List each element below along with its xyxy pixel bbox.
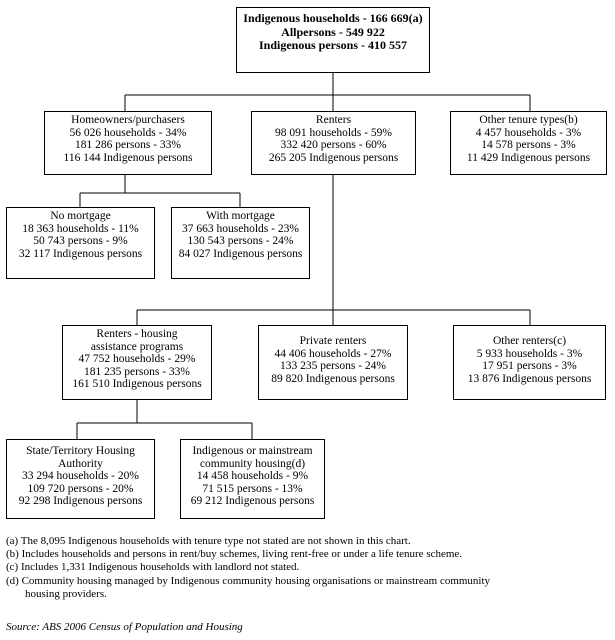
node-text: Allpersons - 549 922: [281, 24, 385, 39]
node-community-housing: Indigenous or mainstream community housi…: [180, 439, 325, 519]
node-text: 47 752 households - 29%: [78, 353, 196, 366]
node-text: 84 027 Indigenous persons: [178, 247, 303, 260]
node-text: State/Territory Housing: [26, 445, 135, 457]
node-text: 130 543 persons - 24%: [187, 235, 294, 248]
node-text: Authority: [58, 457, 103, 470]
footnotes: (a) The 8,095 Indigenous households with…: [6, 535, 606, 601]
node-renters-housing-assistance: Renters - housing assistance programs 47…: [62, 325, 212, 400]
node-text: Renters - housing: [96, 328, 178, 340]
node-text: 11 429 Indigenous persons: [466, 151, 591, 164]
node-text: 13 876 Indigenous persons: [467, 372, 592, 385]
node-renters: Renters 98 091 households - 59% 332 420 …: [251, 111, 416, 175]
node-text: 14 458 households - 9%: [196, 470, 309, 483]
node-text: assistance programs: [90, 340, 184, 353]
node-text: 332 420 persons - 60%: [280, 139, 387, 152]
node-text: 44 406 households - 27%: [274, 347, 392, 360]
node-no-mortgage: No mortgage 18 363 households - 11% 50 7…: [6, 207, 155, 279]
node-text: Indigenous persons - 410 557: [258, 38, 408, 52]
node-text: 4 457 households - 3%: [475, 126, 582, 139]
node-text: 69 212 Indigenous persons: [190, 495, 315, 508]
footnote: (a) The 8,095 Indigenous households with…: [6, 535, 411, 547]
node-with-mortgage: With mortgage 37 663 households - 23% 13…: [171, 207, 310, 279]
node-text: With mortgage: [206, 210, 275, 222]
footnote: (c) Includes 1,331 Indigenous households…: [6, 561, 300, 574]
node-text: 32 117 Indigenous persons: [18, 247, 143, 260]
node-text: 17 951 persons - 3%: [482, 360, 577, 373]
node-text: 161 510 Indigenous persons: [72, 378, 202, 391]
node-text: 5 933 households - 3%: [476, 347, 583, 360]
node-text: Private renters: [299, 335, 367, 347]
node-text: 71 515 persons - 13%: [202, 482, 303, 495]
node-private-renters: Private renters 44 406 households - 27% …: [258, 325, 408, 400]
footnote: (d) Community housing managed by Indigen…: [6, 574, 491, 587]
node-text: 50 743 persons - 9%: [33, 235, 128, 248]
node-text: Other tenure types(b): [479, 114, 578, 126]
node-text: 116 144 Indigenous persons: [63, 151, 193, 164]
node-text: 18 363 households - 11%: [22, 222, 139, 235]
node-text: Renters: [315, 114, 352, 126]
node-text: 98 091 households - 59%: [275, 126, 392, 139]
root-node-indigenous-households: Indigenous households - 166 669(a) Allpe…: [236, 7, 430, 73]
node-text: 14 578 persons - 3%: [481, 139, 576, 152]
node-text: 109 720 persons - 20%: [27, 482, 134, 495]
node-text: Indigenous or mainstream: [192, 445, 313, 457]
node-text: No mortgage: [50, 210, 111, 222]
node-text: 89 820 Indigenous persons: [271, 372, 395, 385]
node-state-territory-housing: State/Territory Housing Authority 33 294…: [6, 439, 155, 519]
node-text: 181 286 persons - 33%: [74, 139, 182, 152]
node-text: 181 235 persons - 33%: [83, 365, 191, 378]
node-text: 37 663 households - 23%: [182, 222, 299, 235]
source-citation: Source: ABS 2006 Census of Population an…: [6, 621, 243, 633]
node-text: Indigenous households - 166 669(a): [243, 11, 423, 25]
node-homeowners-purchasers: Homeowners/purchasers 56 026 households …: [44, 111, 212, 175]
node-other-tenure-types: Other tenure types(b) 4 457 households -…: [450, 111, 607, 175]
node-text: 133 235 persons - 24%: [279, 360, 387, 373]
footnote-continuation: housing providers.: [25, 587, 107, 600]
node-text: community housing(d): [199, 457, 306, 470]
node-text: 56 026 households - 34%: [69, 126, 187, 139]
node-text: Other renters(c): [492, 335, 567, 347]
node-text: 33 294 households - 20%: [22, 470, 139, 483]
node-other-renters: Other renters(c) 5 933 households - 3% 1…: [453, 325, 606, 400]
node-text: 265 205 Indigenous persons: [268, 151, 399, 164]
node-text: 92 298 Indigenous persons: [18, 495, 143, 508]
footnote: (b) Includes households and persons in r…: [6, 548, 463, 561]
node-text: Homeowners/purchasers: [71, 114, 185, 126]
